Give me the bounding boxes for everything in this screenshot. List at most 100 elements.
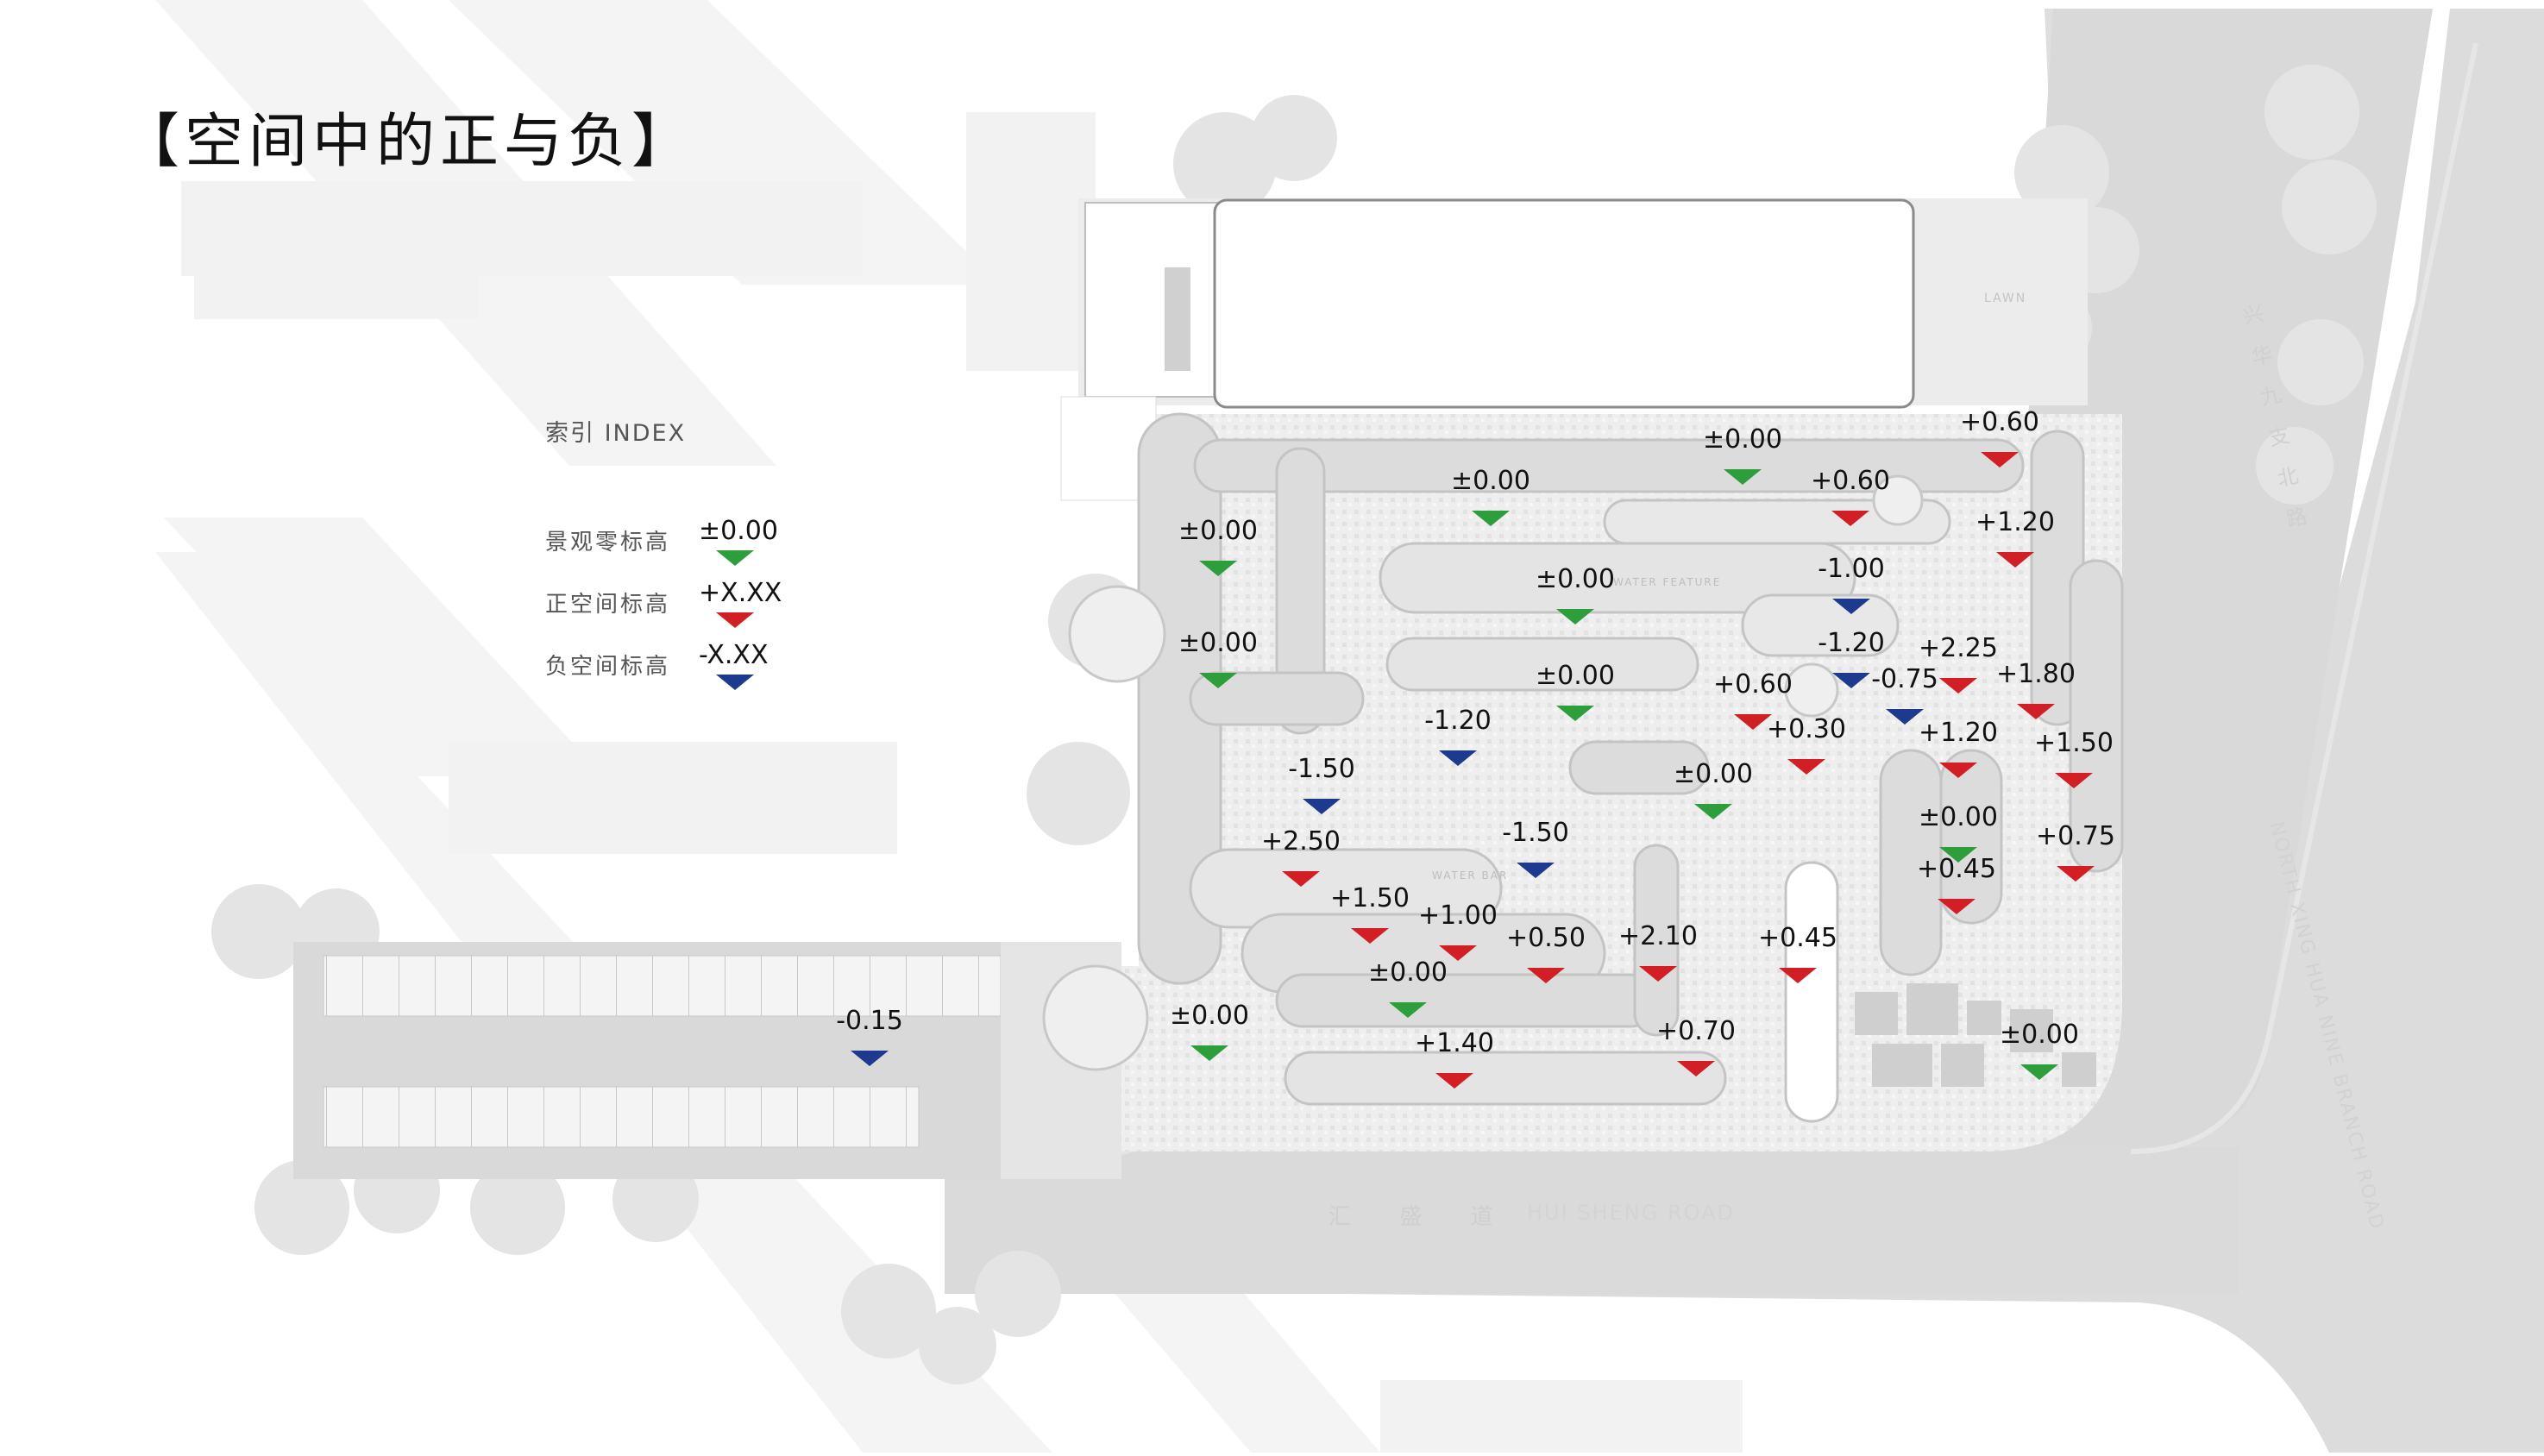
positive-triangle-icon (1831, 511, 1869, 526)
elevation-value: +0.50 (1506, 923, 1586, 953)
elevation-value: +2.25 (1919, 633, 1998, 663)
positive-triangle-icon (1938, 899, 1976, 914)
positive-triangle-icon (1734, 714, 1772, 730)
page-title: 【空间中的正与负】 (121, 108, 696, 176)
legend: 索引 INDEX 景观零标高 ±0.00 正空间标高 +X.XX 负空间标高 -… (545, 414, 782, 690)
zero-triangle-icon (1556, 706, 1594, 721)
elevation-value: ±0.00 (1536, 661, 1615, 691)
neighbour-buildings (181, 112, 1743, 1453)
legend-heading: 索引 INDEX (545, 420, 687, 447)
legend-item-positive: 正空间标高 +X.XX (545, 571, 804, 628)
elevation-value: ±0.00 (1368, 957, 1448, 988)
elevation-value: +1.50 (2034, 728, 2114, 758)
positive-triangle-icon (1282, 871, 1320, 887)
water-feature-label: WATER FEATURE (1613, 576, 1722, 588)
negative-triangle-icon (1832, 599, 1870, 614)
plaza-circles (1042, 474, 1924, 1071)
lawn-label: LAWN (1984, 292, 2027, 305)
elevation-value: +0.75 (2036, 821, 2115, 851)
zero-triangle-icon (2020, 1064, 2058, 1080)
zero-triangle-icon (1389, 1002, 1427, 1018)
legend-item-label: 正空间标高 (545, 592, 671, 618)
legend-item-value: ±0.00 (699, 516, 778, 546)
elevation-value: +1.20 (1919, 718, 1998, 748)
elevation-value: +1.40 (1415, 1028, 1494, 1058)
positive-triangle-icon (1351, 928, 1389, 944)
elevation-value: +0.60 (1811, 466, 1890, 496)
negative-triangle-icon (1517, 863, 1555, 878)
landscape-paths (1137, 412, 2124, 1123)
zero-triangle-icon (1472, 511, 1510, 526)
negative-triangle-icon (1439, 750, 1477, 766)
elevation-value: +2.10 (1618, 921, 1698, 951)
positive-triangle-icon (2017, 704, 2055, 719)
south-road-label-cn: 汇 盛 道 (1329, 1204, 1514, 1230)
elevation-value: +1.80 (1996, 659, 2076, 689)
elevation-value: +0.60 (1713, 669, 1793, 700)
positive-triangle-icon (1996, 552, 2034, 568)
zero-triangle-icon (1939, 847, 1977, 863)
elevation-value: -1.00 (1818, 554, 1885, 584)
elevation-value: ±0.00 (1674, 759, 1753, 789)
positive-triangle-icon (1639, 966, 1677, 982)
positive-triangle-icon (1939, 678, 1977, 693)
elevation-value: -1.20 (1424, 706, 1492, 736)
zero-triangle-icon (1190, 1045, 1228, 1061)
zero-triangle-icon (1199, 561, 1237, 576)
legend-item-zero: 景观零标高 ±0.00 (545, 509, 804, 566)
blue-triangle-icon (716, 675, 754, 690)
parking-lot (293, 942, 1121, 1179)
elevation-value: +1.00 (1418, 901, 1498, 931)
positive-triangle-icon (2055, 773, 2093, 788)
elevation-value: ±0.00 (1536, 564, 1615, 594)
negative-triangle-icon (851, 1051, 889, 1066)
elevation-value: ±0.00 (1919, 802, 1998, 832)
elevation-value: +2.50 (1261, 826, 1341, 857)
south-road-label-en: HUI SHENG ROAD (1527, 1201, 1735, 1225)
positive-triangle-icon (1981, 452, 2019, 468)
elevation-value: +0.70 (1656, 1016, 1736, 1046)
planting-cluster (1855, 983, 2096, 1087)
negative-triangle-icon (1832, 673, 1870, 688)
legend-item-value: +X.XX (699, 578, 782, 608)
elevation-value: +0.60 (1960, 407, 2039, 437)
elevation-value: +0.30 (1767, 714, 1846, 744)
elevation-value: +1.50 (1330, 883, 1410, 913)
positive-triangle-icon (1435, 1073, 1473, 1089)
positive-triangle-icon (1677, 1061, 1715, 1076)
legend-item-value: -X.XX (699, 640, 769, 670)
green-triangle-icon (716, 550, 754, 566)
positive-triangle-icon (1779, 968, 1817, 983)
elevation-value: -1.50 (1502, 818, 1569, 848)
elevation-value: ±0.00 (2000, 1020, 2079, 1050)
elevation-value: -1.50 (1288, 754, 1355, 784)
legend-item-label: 景观零标高 (545, 530, 671, 555)
elevation-value: +1.20 (1976, 507, 2055, 537)
water-bar-label: WATER BAR (1432, 869, 1509, 882)
elevation-value: -1.20 (1818, 628, 1885, 658)
elevation-value: ±0.00 (1178, 628, 1258, 658)
elevation-value: +0.45 (1758, 923, 1837, 953)
elevation-value: ±0.00 (1703, 424, 1782, 455)
negative-triangle-icon (1303, 799, 1341, 814)
legend-item-label: 负空间标高 (545, 654, 671, 680)
positive-triangle-icon (1939, 763, 1977, 778)
zero-triangle-icon (1199, 673, 1237, 688)
red-triangle-icon (716, 612, 754, 628)
positive-triangle-icon (1787, 759, 1825, 775)
elevation-value: -0.75 (1871, 664, 1938, 694)
zero-triangle-icon (1556, 609, 1594, 624)
zero-triangle-icon (1694, 804, 1732, 819)
positive-triangle-icon (2057, 866, 2095, 882)
positive-triangle-icon (1527, 968, 1565, 983)
legend-item-negative: 负空间标高 -X.XX (545, 633, 804, 690)
negative-triangle-icon (1886, 709, 1924, 725)
zero-triangle-icon (1724, 469, 1762, 485)
elevation-value: ±0.00 (1178, 516, 1258, 546)
elevation-value: -0.15 (836, 1006, 903, 1036)
positive-triangle-icon (1439, 945, 1477, 961)
elevation-value: +0.45 (1917, 854, 1996, 884)
elevation-value: ±0.00 (1170, 1001, 1249, 1031)
